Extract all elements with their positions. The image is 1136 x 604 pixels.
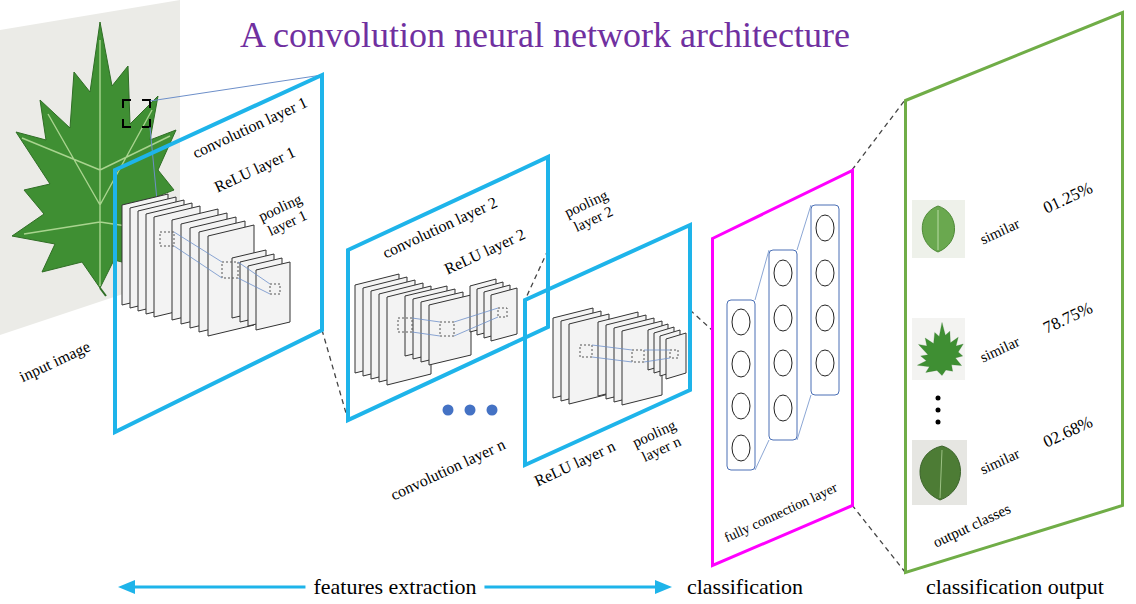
neuron-column	[769, 250, 797, 440]
arrowhead	[118, 580, 135, 594]
ellipsis-dot	[465, 405, 476, 416]
similarity-score: 02.68%	[1040, 412, 1096, 452]
block-outline-canvas	[112, 72, 325, 435]
arrowhead	[655, 580, 672, 594]
layer-label: pooling layer 2	[560, 186, 620, 238]
diagram-title: A convolution neural network architectur…	[240, 15, 850, 56]
thumbnail-background	[912, 318, 965, 380]
ellipsis-dot	[487, 405, 498, 416]
similarity-label: similar	[977, 333, 1022, 366]
similarity-label: similar	[977, 215, 1022, 248]
neuron	[774, 395, 792, 421]
block-outline	[905, 12, 1122, 572]
receptive-field	[670, 350, 678, 358]
ellipsis-dot	[936, 396, 941, 401]
neuron	[732, 309, 750, 335]
dashed-connector	[690, 310, 712, 330]
neuron	[774, 305, 792, 331]
column-links	[755, 205, 811, 470]
receptive-field	[498, 308, 507, 317]
layer-label: convolution layer n	[388, 435, 509, 504]
similarity-score: 78.75%	[1040, 298, 1096, 338]
stage-label: classification	[687, 574, 803, 599]
layer-label: pooling layer 1	[254, 190, 314, 242]
feature-map	[256, 262, 290, 330]
block-outline-canvas	[345, 154, 551, 423]
neuron-column	[811, 205, 839, 395]
thumbnail-leaf-vein	[938, 210, 939, 250]
thumbnail-background	[912, 200, 965, 258]
layer-label: ReLU layer n	[532, 437, 619, 490]
layer-label: ReLU layer 1	[212, 143, 299, 196]
neuron	[816, 215, 834, 241]
stage-label: features extraction	[305, 574, 484, 599]
stage-label: classification output	[926, 574, 1104, 599]
neuron	[816, 305, 834, 331]
neuron	[732, 393, 750, 419]
receptive-field	[222, 262, 238, 278]
dashed-connector	[852, 100, 905, 170]
layer-label: pooling layer n	[628, 416, 688, 468]
thumbnail-leaf	[917, 322, 963, 375]
feature-map	[666, 333, 686, 379]
leaf-stem	[100, 288, 106, 296]
selection-bracket	[123, 100, 150, 127]
receptive-field	[440, 322, 454, 336]
layer-label: ReLU layer 2	[442, 225, 529, 278]
block-outline	[115, 75, 322, 432]
receptive-field	[270, 284, 280, 294]
feature-extraction-block: convolution layer 2ReLU layer 2pooling l…	[345, 154, 551, 423]
feature-map	[491, 288, 517, 341]
similarity-label: similar	[977, 445, 1022, 478]
receptive-field	[632, 350, 644, 362]
neuron	[774, 350, 792, 376]
thumbnail-leaf	[922, 206, 954, 252]
block-outline	[712, 170, 852, 565]
ellipsis-dot	[936, 408, 941, 413]
thumbnail-leaf-vein	[940, 450, 942, 498]
fully-connected-block: fully connection layer	[710, 168, 855, 568]
similarity-score: 01.25%	[1040, 178, 1096, 218]
block-outline	[348, 157, 548, 420]
thumbnail-background	[912, 440, 967, 505]
image-label: input image	[17, 338, 94, 387]
block-outline-canvas	[903, 10, 1125, 575]
thumbnail-leaf	[920, 446, 961, 500]
receptive-field	[580, 345, 592, 357]
receptive-field	[160, 232, 174, 246]
mapping-lines	[174, 232, 670, 362]
neuron	[816, 350, 834, 376]
feature-extraction-block: convolution layer 1ReLU layer 1pooling l…	[112, 72, 325, 435]
ellipsis-dot	[443, 405, 454, 416]
neuron	[774, 260, 792, 286]
neuron	[732, 435, 750, 461]
neuron	[816, 260, 834, 286]
neuron-column	[727, 300, 755, 470]
neuron	[732, 351, 750, 377]
receptive-field	[398, 318, 412, 332]
output-block: similar01.25%similar78.75%similar02.68%o…	[903, 10, 1125, 575]
dashed-connector	[852, 505, 905, 572]
dashed-connector	[322, 330, 348, 420]
feature-extraction-block: convolution layer nReLU layer npooling l…	[522, 222, 693, 468]
ellipsis-dot	[936, 420, 941, 425]
feature-map	[429, 295, 471, 365]
